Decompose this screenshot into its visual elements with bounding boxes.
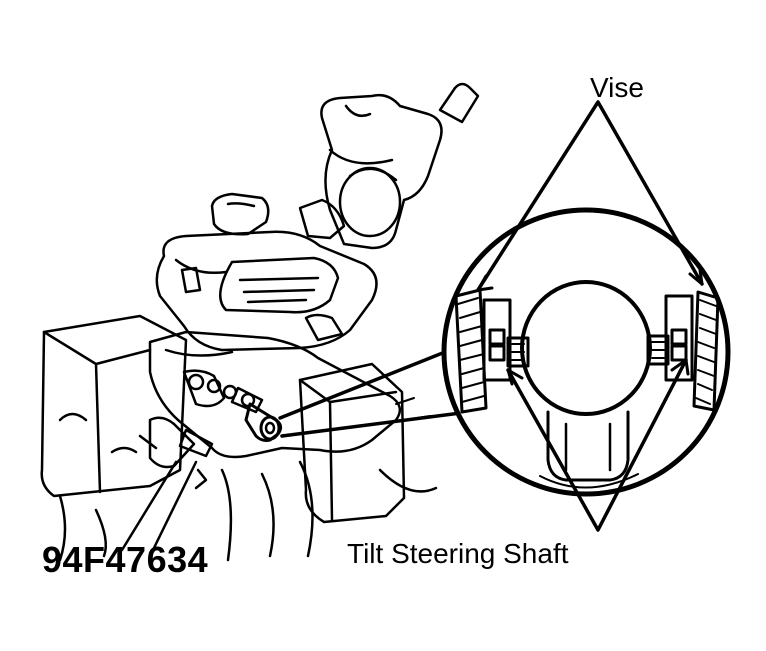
steering-column-assembly bbox=[40, 82, 480, 562]
mounting-lug bbox=[210, 192, 270, 236]
tilt-bracket bbox=[155, 230, 378, 352]
shaft-tube-detail bbox=[520, 280, 652, 416]
bearings-detail bbox=[482, 294, 694, 382]
lower-shaft bbox=[120, 416, 214, 554]
vise-jaw-right bbox=[298, 362, 406, 524]
vise-callout-arrows bbox=[476, 100, 704, 292]
upper-shaft bbox=[438, 82, 480, 124]
vise-jaws-detail bbox=[454, 288, 720, 414]
upper-bracket bbox=[320, 93, 443, 250]
detail-leader bbox=[278, 340, 486, 438]
shaft-callout-arrows bbox=[506, 358, 688, 532]
detail-inset bbox=[441, 100, 731, 532]
vise-label: Vise bbox=[590, 72, 644, 103]
lower-housing bbox=[148, 330, 402, 459]
tilt-steering-shaft-label: Tilt Steering Shaft bbox=[347, 538, 569, 569]
vise-jaw-left bbox=[40, 314, 188, 498]
figure-code: 94F47634 bbox=[42, 539, 209, 580]
tilt-bolt bbox=[244, 402, 283, 442]
